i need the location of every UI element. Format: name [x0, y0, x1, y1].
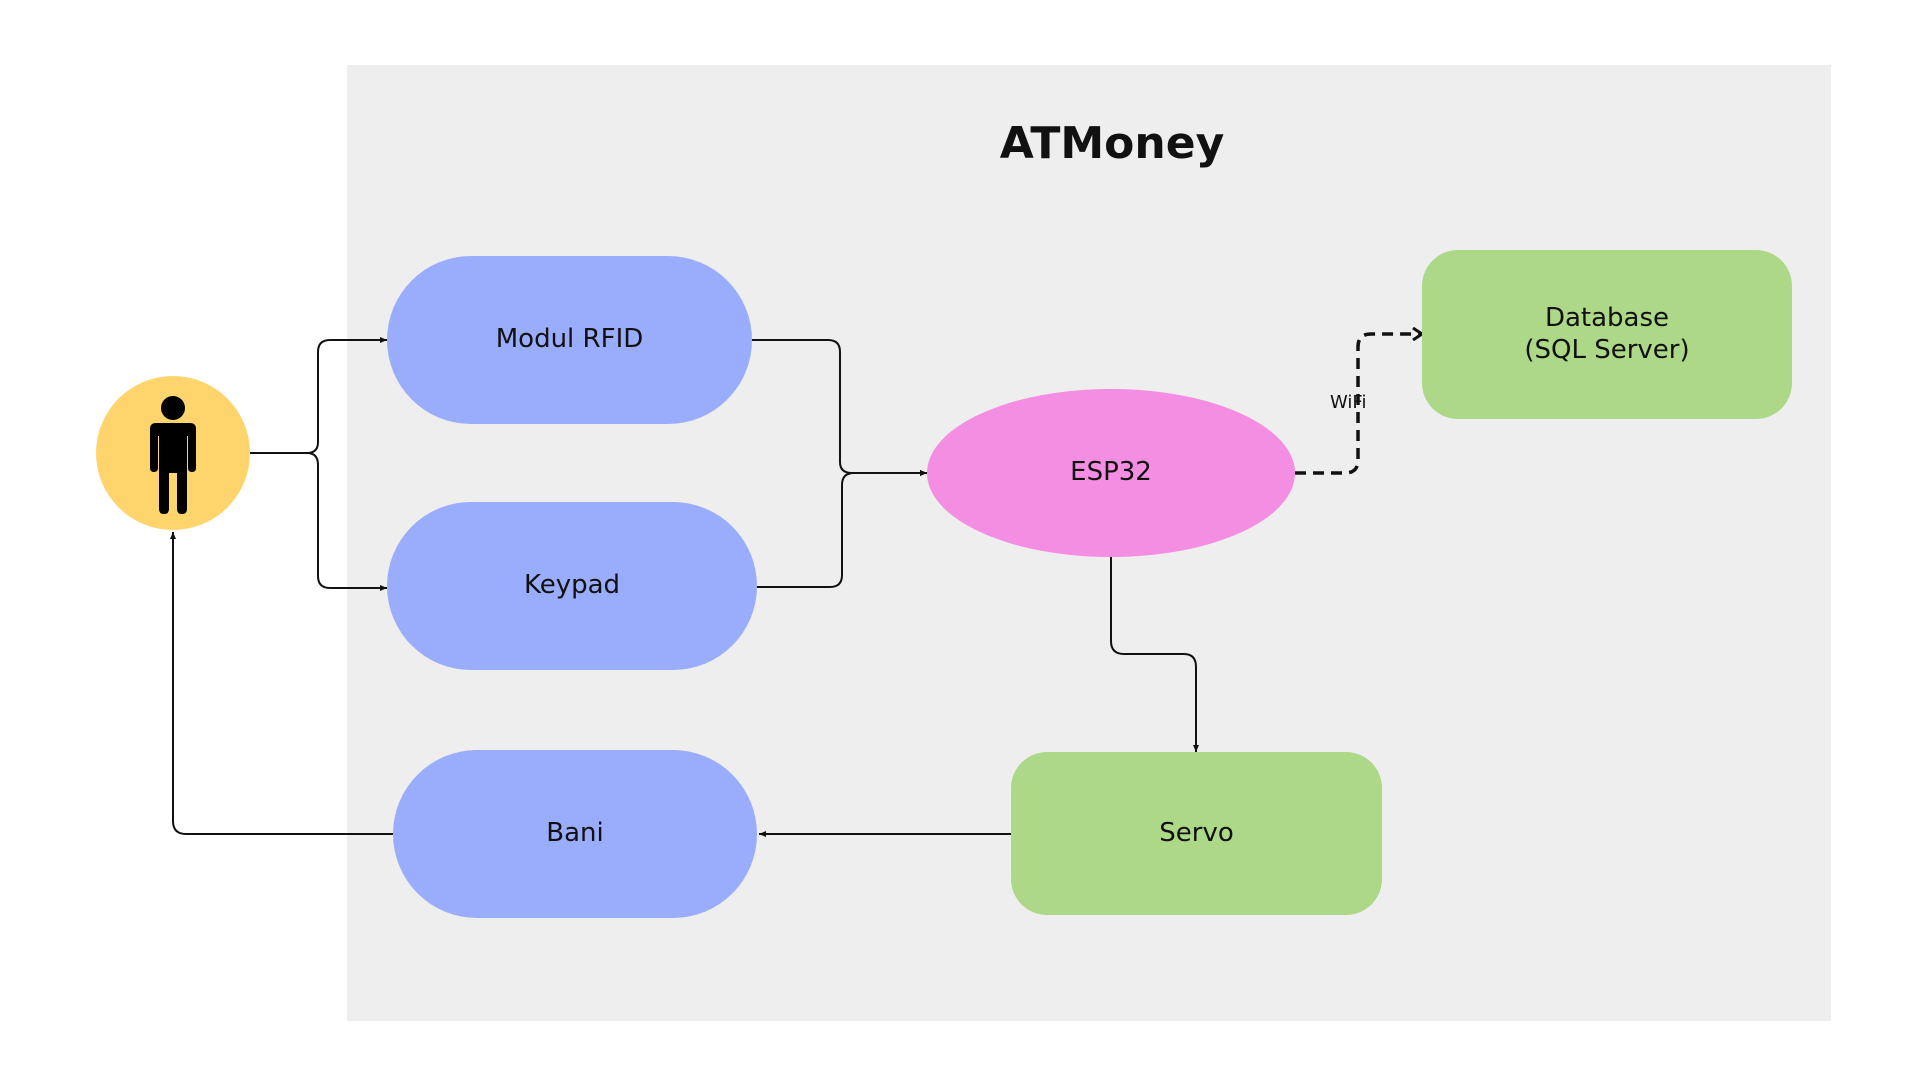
node-keypad: Keypad — [387, 502, 757, 670]
node-bani-label: Bani — [546, 818, 604, 849]
node-esp32: ESP32 — [927, 389, 1295, 557]
diagram-title: ATMoney — [999, 118, 1225, 169]
node-servo-label: Servo — [1159, 817, 1234, 848]
node-esp32-label: ESP32 — [1070, 457, 1152, 488]
edge-esp32-database — [1295, 334, 1422, 475]
node-rfid-label: Modul RFID — [495, 324, 644, 355]
edge-keypad-esp32 — [757, 470, 927, 588]
node-bani: Bani — [393, 750, 757, 918]
edge-bani-user — [170, 532, 393, 835]
node-database: Database (SQL Server) — [1422, 250, 1792, 419]
person-icon — [150, 396, 196, 514]
node-rfid: Modul RFID — [387, 256, 752, 424]
user-node — [96, 376, 250, 530]
node-keypad-label: Keypad — [523, 570, 621, 601]
edge-rfid-esp32 — [752, 339, 927, 476]
edge-user-keypad — [250, 452, 387, 591]
node-servo: Servo — [1011, 752, 1382, 915]
node-database-label: Database (SQL Server) — [1524, 303, 1690, 365]
edge-esp32-servo — [1110, 557, 1199, 752]
edge-user-rfid — [250, 337, 387, 454]
edge-label-wifi: WiFi — [1330, 392, 1367, 413]
